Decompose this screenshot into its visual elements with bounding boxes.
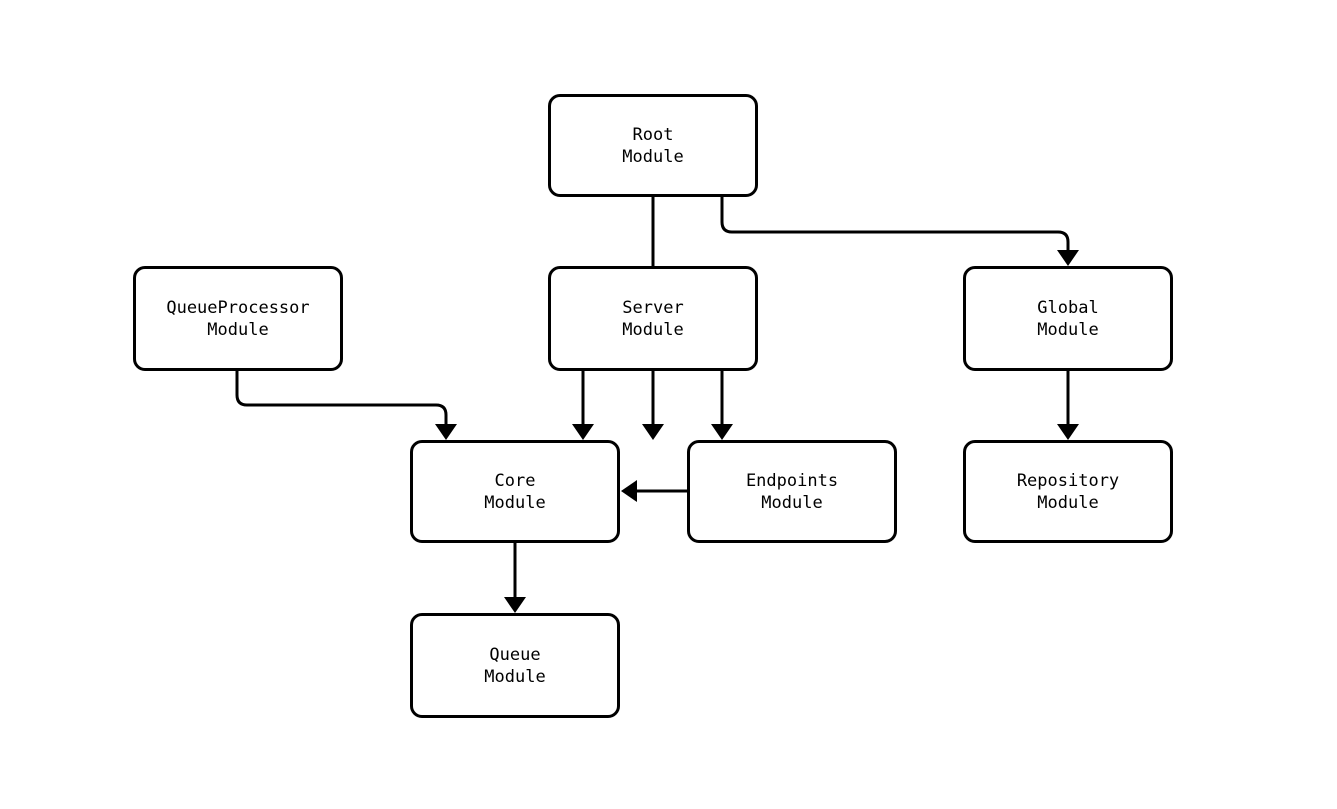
- edge-server-to-endpoints: [711, 371, 733, 440]
- node-queue-label: Queue Module: [484, 644, 546, 687]
- node-repository[interactable]: Repository Module: [963, 440, 1173, 543]
- arrowhead: [572, 424, 594, 440]
- node-queue[interactable]: Queue Module: [410, 613, 620, 718]
- node-core-label: Core Module: [484, 470, 546, 513]
- edge-global-to-repository: [1057, 371, 1079, 440]
- arrowhead: [711, 424, 733, 440]
- node-global[interactable]: Global Module: [963, 266, 1173, 371]
- arrowhead: [1057, 424, 1079, 440]
- arrowhead: [435, 424, 457, 440]
- node-server-label: Server Module: [622, 297, 684, 340]
- node-endpoints-label: Endpoints Module: [745, 470, 839, 513]
- edge-core-to-queue: [504, 543, 526, 613]
- arrowhead: [642, 424, 664, 440]
- node-global-label: Global Module: [1037, 297, 1099, 340]
- node-endpoints[interactable]: Endpoints Module: [687, 440, 897, 543]
- arrowhead: [621, 480, 637, 502]
- node-root-label: Root Module: [622, 124, 684, 167]
- edge-root-to-global: [720, 197, 1079, 266]
- node-root[interactable]: Root Module: [548, 94, 758, 197]
- node-queueprocessor-label: QueueProcessor Module: [166, 297, 310, 340]
- edge-endpoints-to-core: [621, 480, 687, 502]
- node-core[interactable]: Core Module: [410, 440, 620, 543]
- arrowhead: [504, 597, 526, 613]
- edge-server-to-core: [572, 371, 594, 440]
- edge-queueprocessor-to-core: [235, 371, 457, 440]
- node-server[interactable]: Server Module: [548, 266, 758, 371]
- arrowhead: [1057, 250, 1079, 266]
- node-queueprocessor[interactable]: QueueProcessor Module: [133, 266, 343, 371]
- node-repository-label: Repository Module: [1016, 470, 1120, 513]
